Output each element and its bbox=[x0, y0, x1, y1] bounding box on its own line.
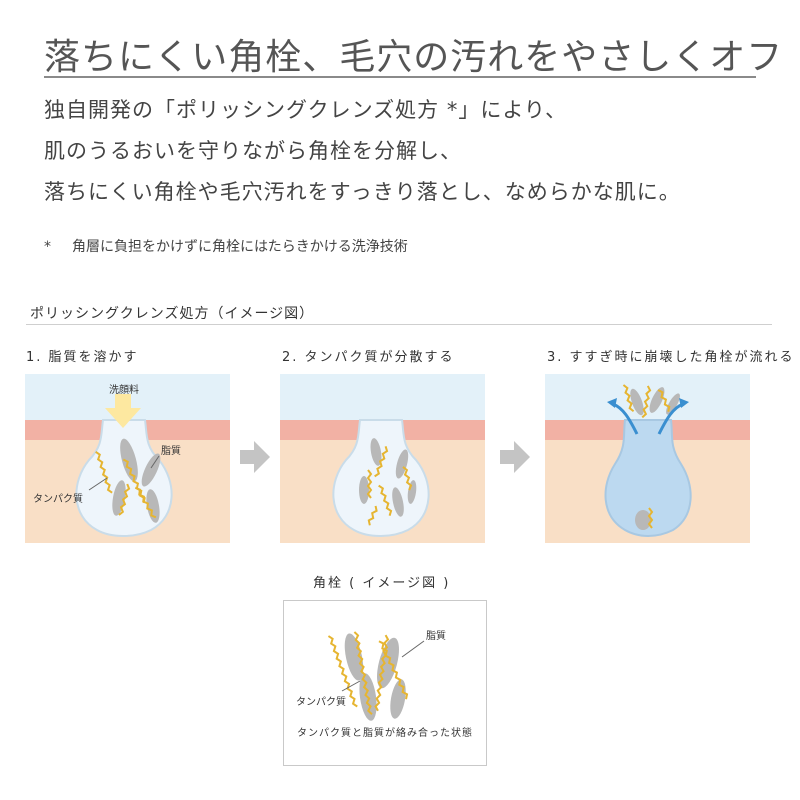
footnote-text: 角層に負担をかけずに角栓にはたらきかける洗浄技術 bbox=[72, 239, 408, 255]
lipid-blob bbox=[395, 449, 409, 479]
lipid-blob bbox=[120, 438, 138, 482]
body-line-3: 落ちにくい角栓や毛穴汚れをすっきり落とし、なめらかな肌に。 bbox=[44, 180, 681, 204]
protein-group bbox=[95, 450, 157, 519]
outflow-arrowhead-right bbox=[679, 398, 689, 408]
protein-strand bbox=[374, 634, 390, 712]
lipid-pointer bbox=[401, 640, 425, 658]
lipid-group bbox=[344, 633, 406, 721]
inset-bottom-caption: タンパク質と脂質が絡み合った状態 bbox=[297, 728, 473, 739]
step-2-label: 2. タンパク質が分散する bbox=[282, 350, 455, 365]
footnote-mark: * bbox=[44, 239, 51, 255]
lipid-blob bbox=[635, 510, 651, 530]
inset-lipid-label: 脂質 bbox=[426, 629, 446, 642]
protein-strand bbox=[641, 385, 652, 419]
protein-strand bbox=[378, 484, 393, 517]
headline: 落ちにくい角栓、毛穴の汚れをやさしくオフ bbox=[44, 37, 784, 78]
lipid-blob bbox=[392, 487, 404, 517]
protein-strand bbox=[118, 483, 131, 516]
protein-strand bbox=[402, 466, 413, 491]
lipid-label: 脂質 bbox=[161, 444, 181, 457]
protein-strand bbox=[378, 640, 409, 700]
section-divider bbox=[26, 324, 772, 325]
step-1-illustration: 洗顔料 脂質 タンパク質 bbox=[25, 374, 230, 543]
protein-strand bbox=[366, 469, 373, 499]
lipid-blob bbox=[649, 387, 665, 413]
step-1-svg: 洗顔料 脂質 タンパク質 bbox=[25, 374, 230, 543]
step-3-label: 3. すすぎ時に崩壊した角栓が流れる bbox=[547, 350, 795, 365]
lipid-blob bbox=[377, 637, 399, 689]
protein-strand bbox=[367, 505, 378, 526]
protein-strand bbox=[353, 631, 373, 715]
body-line-2: 肌のうるおいを守りながら角栓を分解し、 bbox=[44, 139, 462, 163]
plug-inset-svg: 脂質 タンパク質 bbox=[296, 629, 446, 721]
lipid-blob bbox=[359, 476, 369, 504]
section-title: ポリッシングクレンズ処方（イメージ図） bbox=[30, 306, 315, 322]
protein-strand bbox=[327, 635, 358, 708]
protein-pointer bbox=[341, 680, 361, 692]
lipid-blob bbox=[146, 489, 160, 523]
protein-strand bbox=[134, 486, 157, 519]
protein-pointer bbox=[88, 477, 108, 491]
protein-group bbox=[366, 445, 413, 526]
inset-protein-label: タンパク質 bbox=[296, 695, 346, 708]
inset-caption: 角栓 ( イメージ図 ) bbox=[313, 576, 451, 591]
protein-strand bbox=[622, 384, 635, 413]
protein-strand bbox=[647, 507, 654, 529]
lipid-blob bbox=[630, 388, 644, 416]
protein-group bbox=[327, 631, 409, 715]
lipid-pointer bbox=[150, 455, 160, 469]
lipid-blob bbox=[390, 679, 406, 719]
step-3-illustration bbox=[545, 374, 750, 543]
footnote: * 角層に負担をかけずに角栓にはたらきかける洗浄技術 bbox=[44, 236, 408, 256]
body-line-1: 独自開発の「ポリッシングクレンズ処方 *」により、 bbox=[44, 98, 568, 122]
headline-divider bbox=[44, 76, 756, 78]
step-arrow-2-icon bbox=[500, 441, 530, 473]
water-filled-pore bbox=[604, 419, 692, 537]
step-1-label: 1. 脂質を溶かす bbox=[26, 350, 139, 365]
lipid-blob bbox=[370, 438, 382, 466]
protein-strand bbox=[657, 389, 671, 412]
step-3-svg bbox=[545, 374, 750, 543]
protein-group bbox=[622, 384, 671, 529]
protein-label: タンパク質 bbox=[33, 492, 83, 505]
pore-shape bbox=[332, 419, 430, 537]
plug-inset-box: 脂質 タンパク質 タンパク質と脂質が絡み合った状態 bbox=[283, 600, 487, 766]
cleanser-arrow-icon bbox=[105, 394, 141, 428]
cleanser-label: 洗顔料 bbox=[109, 383, 139, 396]
step-arrow-1-icon bbox=[240, 441, 270, 473]
step-2-svg bbox=[280, 374, 485, 543]
protein-strand bbox=[95, 450, 113, 494]
step-2-illustration bbox=[280, 374, 485, 543]
protein-strand bbox=[374, 445, 389, 478]
outflow-arrowhead-left bbox=[607, 398, 617, 408]
